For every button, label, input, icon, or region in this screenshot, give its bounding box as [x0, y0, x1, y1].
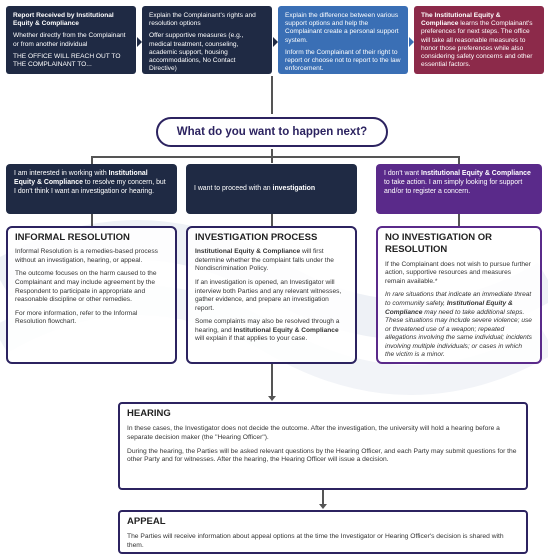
step-preferences-text: learns the Complainant's preferences for…: [421, 20, 533, 69]
step-preferences: The Institutional Equity & Compliance le…: [414, 6, 544, 74]
hearing-p2: During the hearing, the Parties will be …: [127, 447, 517, 464]
investigation-process-title: INVESTIGATION PROCESS: [195, 232, 318, 243]
connector-line: [271, 76, 273, 114]
arrow-right-icon: [137, 37, 142, 47]
connector-line: [271, 364, 273, 398]
hearing-panel: HEARING In these cases, the Investigator…: [118, 402, 528, 490]
step-report-received-title: Report Received by Institutional Equity …: [13, 12, 114, 28]
step-report-received: Report Received by Institutional Equity …: [6, 6, 136, 74]
step-support-options: Explain the difference between various s…: [278, 6, 408, 74]
choice-investigation[interactable]: I want to proceed with an investigation: [186, 164, 357, 214]
arrow-right-icon: [273, 37, 278, 47]
choice-no-action-bold: Institutional Equity & Compliance: [420, 170, 531, 177]
connector-line: [458, 156, 460, 164]
informal-resolution-p3: For more information, refer to the Infor…: [15, 309, 138, 326]
investigation-p3-text-b: will explain if that applies to your cas…: [195, 335, 308, 343]
choice-no-action[interactable]: I don't want Institutional Equity & Comp…: [376, 164, 542, 214]
step-explain-rights-text: Explain the Complainant's rights and res…: [149, 12, 256, 28]
choice-no-action-text-b: to take action. I am simply looking for …: [384, 178, 523, 195]
informal-resolution-p2: The outcome focuses on the harm caused t…: [15, 270, 157, 304]
choice-no-action-text-a: I don't want: [384, 170, 421, 177]
appeal-panel: APPEAL The Parties will receive informat…: [118, 510, 528, 554]
choice-investigation-text: I want to proceed with an: [194, 184, 273, 192]
informal-resolution-p1: Informal Resolution is a remedies-based …: [15, 248, 158, 264]
step-supportive-measures-text: Offer supportive measures (e.g., medical…: [149, 32, 244, 73]
step-report-received-outreach: THE OFFICE WILL REACH OUT TO THE COMPLAI…: [13, 52, 121, 69]
arrow-right-icon: [409, 37, 414, 47]
connector-line: [91, 156, 459, 158]
appeal-title: APPEAL: [127, 516, 166, 527]
informal-resolution-panel: INFORMAL RESOLUTION Informal Resolution …: [6, 226, 177, 364]
no-investigation-p2-text-b: may need to take additional steps. These…: [385, 308, 532, 359]
investigation-p2: If an investigation is opened, an Invest…: [195, 279, 342, 312]
no-investigation-p2-text-a: In rare situations that indicate an imme…: [385, 291, 532, 307]
choice-informal-resolution[interactable]: I am interested in working with Institut…: [6, 164, 177, 214]
step-preferences-bold: The Institutional Equity & Compliance: [421, 12, 501, 28]
choice-informal-bold: Institutional Equity & Compliance: [14, 170, 148, 186]
no-investigation-panel: NO INVESTIGATION OR RESOLUTION If the Co…: [376, 226, 542, 364]
step-explain-rights: Explain the Complainant's rights and res…: [142, 6, 272, 74]
step-support-options-text: Explain the difference between various s…: [285, 12, 399, 44]
connector-line: [322, 490, 324, 506]
investigation-p1-bold: Institutional Equity & Compliance: [195, 248, 301, 256]
next-step-question: What do you want to happen next?: [156, 117, 388, 147]
arrow-down-icon: [268, 396, 276, 401]
no-investigation-title: NO INVESTIGATION OR RESOLUTION: [385, 232, 492, 256]
hearing-p1: In these cases, the Investigator does no…: [127, 425, 500, 442]
no-investigation-p1: If the Complainant does not wish to purs…: [385, 260, 531, 285]
investigation-p3-text-a: Some complaints may also be resolved thr…: [195, 318, 340, 334]
appeal-p1: The Parties will receive information abo…: [127, 533, 504, 550]
choice-informal-text-a: I am interested in working with: [14, 170, 109, 177]
connector-line: [91, 156, 93, 164]
hearing-title: HEARING: [127, 408, 171, 419]
step-report-received-text: Whether directly from the Complainant or…: [13, 32, 126, 48]
investigation-process-panel: INVESTIGATION PROCESS Institutional Equi…: [186, 226, 357, 364]
informal-resolution-title: INFORMAL RESOLUTION: [15, 232, 130, 243]
no-investigation-p2-bold: Institutional Equity & Compliance: [385, 299, 513, 316]
connector-line: [91, 214, 93, 226]
investigation-p3-bold: Institutional Equity & Compliance: [233, 326, 339, 334]
connector-line: [271, 214, 273, 226]
step-law-enforcement-text: Inform the Complainant of their right to…: [285, 48, 401, 73]
choice-investigation-bold: investigation: [272, 184, 316, 192]
choice-informal-text-b: to resolve my concern, but I don't think…: [14, 178, 166, 195]
connector-line: [458, 214, 460, 226]
investigation-p1-text: will first determine whether the complai…: [195, 248, 334, 273]
arrow-down-icon: [319, 504, 327, 509]
